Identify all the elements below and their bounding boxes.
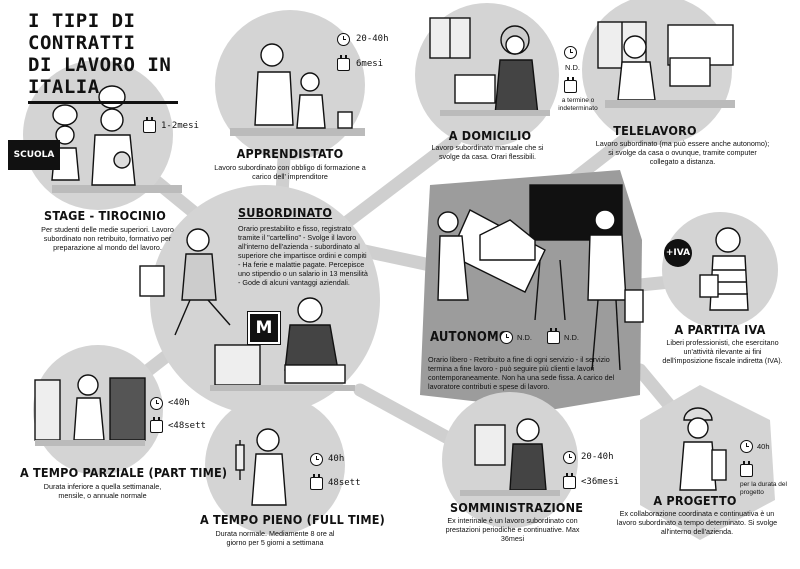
subordinato-illustration: [139, 228, 355, 391]
title-line-1: I TIPI DI CONTRATTI: [28, 10, 136, 54]
calendar-icon: [563, 473, 576, 489]
connector-domicilio-subordinato: [323, 133, 462, 242]
clock-icon: [564, 46, 577, 59]
parttime-duration: <48sett: [168, 421, 206, 431]
iva-description: Liberi professionisti, che esercitano un…: [662, 338, 783, 365]
calendar-icon: [564, 77, 577, 93]
calendar-icon: [310, 474, 323, 490]
clock-icon: [150, 397, 163, 410]
domicilio-hours: N.D.: [565, 63, 580, 72]
parttime-heading: A TEMPO PARZIALE (PART TIME): [20, 465, 228, 480]
apprendistato-duration: 6mesi: [356, 59, 384, 69]
fulltime-duration: 48sett: [328, 478, 361, 488]
school-badge: SCUOLA: [8, 140, 60, 170]
company-logo: M: [247, 311, 281, 345]
calendar-icon: [150, 417, 163, 433]
domicilio-duration: a termine o indeterminato: [558, 97, 598, 112]
progetto-hours: 40h: [757, 442, 770, 451]
progetto-illustration: [679, 407, 727, 491]
stage-description: Per studenti delle medie superiori. Lavo…: [41, 225, 174, 252]
fulltime-illustration: [235, 428, 287, 506]
fulltime-hours: 40h: [328, 454, 345, 464]
subordinato-description: Orario prestabilito e fisso, registrato …: [238, 224, 368, 287]
clock-icon: [563, 451, 576, 464]
calendar-icon: [337, 55, 350, 71]
subordinato-heading: SUBORDINATO: [238, 205, 333, 220]
domicilio-heading: A DOMICILIO: [448, 128, 532, 143]
somministrazione-description: Ex interinale è un lavoro subordinato co…: [445, 516, 580, 543]
stage-heading: STAGE - TIROCINIO: [44, 208, 166, 223]
somministrazione-illustration: [460, 418, 560, 496]
progetto-duration: per la durata del progetto: [740, 481, 787, 496]
autonomo-duration: N.D.: [564, 333, 579, 342]
apprendistato-heading: APPRENDISTATO: [236, 146, 344, 161]
clock-icon: [500, 331, 513, 344]
calendar-icon: [740, 461, 753, 477]
title-block: I TIPI DI CONTRATTI DI LAVORO IN ITALIA: [28, 10, 228, 104]
fulltime-heading: A TEMPO PIENO (FULL TIME): [200, 512, 385, 527]
apprendistato-hours: 20-40h: [356, 34, 389, 44]
telelavoro-illustration: [597, 21, 735, 108]
fulltime-description: Durata normale. Mediamente 8 ore al gior…: [215, 529, 335, 547]
apprendistato-description: Lavoro subordinato con obbligo di formaz…: [214, 163, 366, 181]
somministrazione-heading: SOMMINISTRAZIONE: [450, 500, 584, 515]
progetto-heading: A PROGETTO: [653, 493, 737, 508]
parttime-hours: <40h: [168, 398, 190, 408]
calendar-icon: [143, 117, 156, 133]
iva-badge: +IVA: [664, 239, 692, 267]
clock-icon: [337, 33, 350, 46]
apprendistato-illustration: [230, 43, 365, 136]
connector-subordinato-autonomo: [353, 243, 437, 272]
autonomo-illustration: [437, 184, 644, 371]
progetto-description: Ex collaborazione coordinata e continuat…: [616, 509, 778, 536]
somministrazione-duration: <36mesi: [581, 477, 619, 487]
domicilio-description: Lavoro subordinato manuale che si svolge…: [431, 143, 544, 161]
autonomo-hours: N.D.: [517, 333, 532, 342]
clock-icon: [310, 453, 323, 466]
parttime-illustration: [34, 374, 146, 446]
autonomo-heading: AUTONOMO: [430, 330, 509, 345]
iva-heading: A PARTITA IVA: [674, 322, 766, 337]
calendar-icon: [547, 328, 560, 344]
parttime-description: Durata inferiore a quella settimanale, m…: [43, 482, 162, 500]
clock-icon: [740, 440, 753, 453]
stage-duration: 1-2mesi: [161, 121, 199, 131]
title-underline: [28, 101, 178, 104]
iva-illustration: [699, 227, 749, 311]
telelavoro-heading: TELELAVORO: [613, 123, 697, 138]
domicilio-illustration: [429, 17, 550, 116]
title-line-2: DI LAVORO IN ITALIA: [28, 54, 172, 98]
somministrazione-hours: 20-40h: [581, 452, 614, 462]
autonomo-description: Orario libero - Retribuito a fine di ogn…: [428, 355, 615, 391]
telelavoro-description: Lavoro subordinato (ma può essere anche …: [595, 139, 770, 166]
